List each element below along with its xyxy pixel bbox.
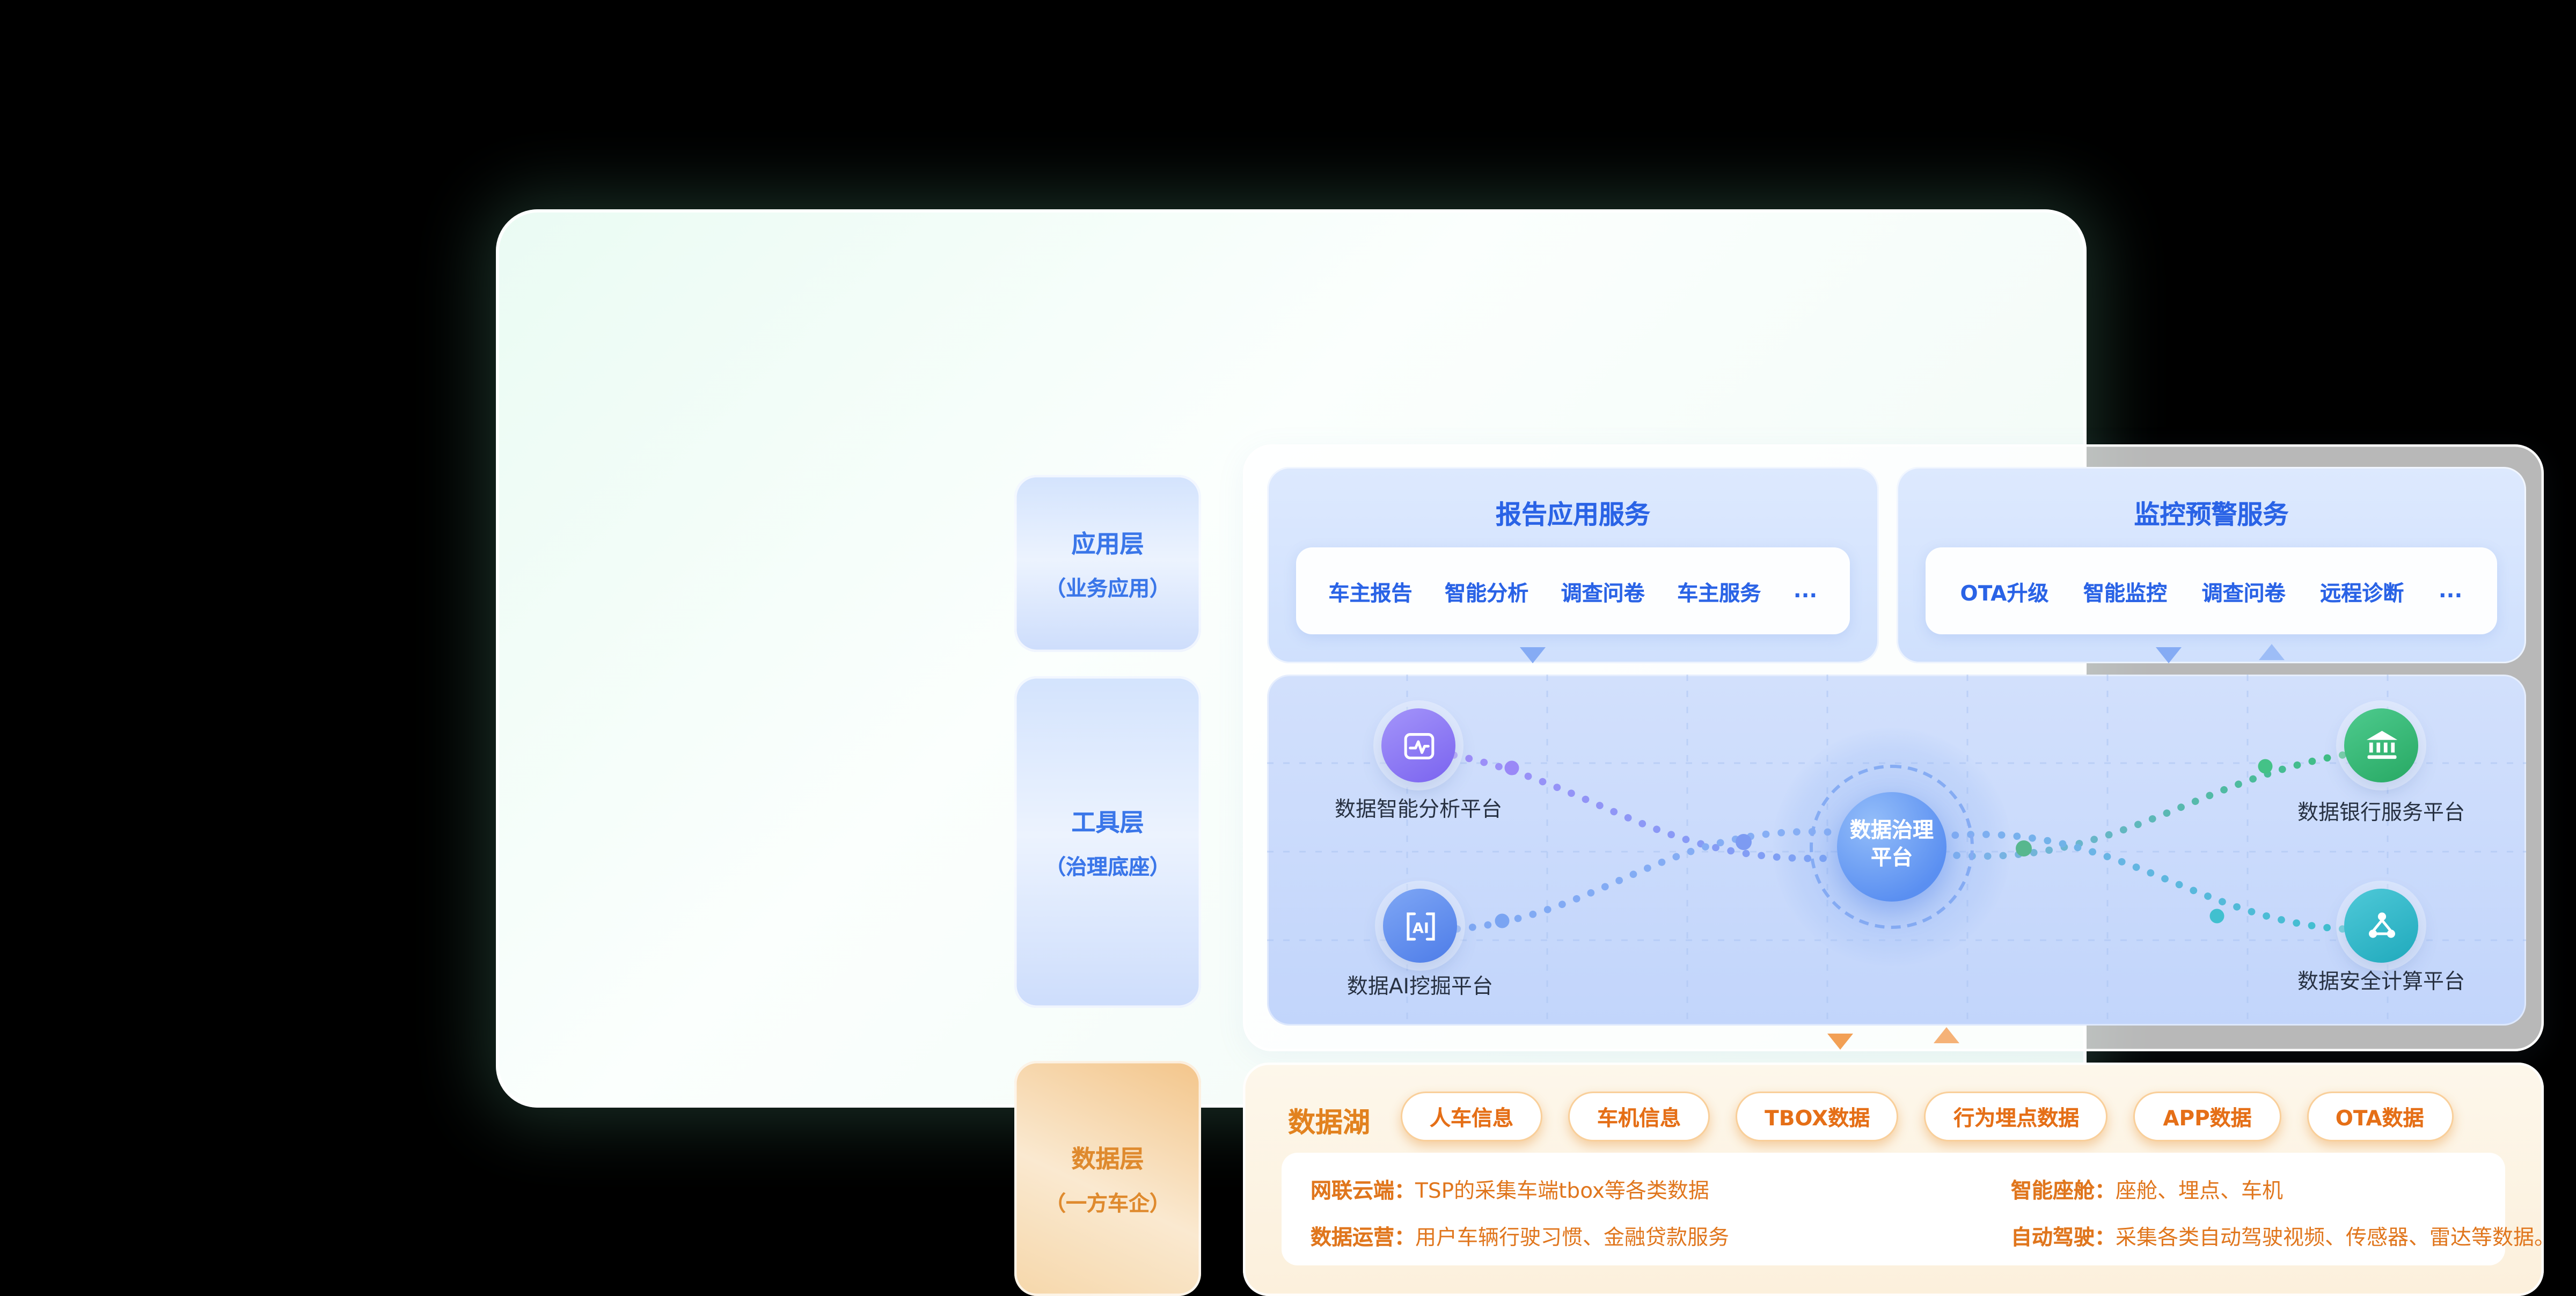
report-services-bar: 车主报告 智能分析 调查问卷 车主服务 ... <box>1296 547 1850 634</box>
ai-chip-icon: AI <box>1406 911 1435 940</box>
data-tag: 人车信息 <box>1401 1092 1543 1141</box>
service-item: 车主服务 <box>1677 582 1761 606</box>
note-cloud: 网联云端：TSP的采集车端tbox等各类数据 <box>1311 1174 2011 1204</box>
arrow-down-icon <box>1520 647 1546 663</box>
ai-mining-platform-label: 数据AI挖掘平台 <box>1346 976 1494 1000</box>
bank-icon <box>2366 730 2397 758</box>
center-dashed-ring <box>1810 765 1974 929</box>
note-ops: 数据运营：用户车辆行驶习惯、金融贷款服务 <box>1311 1220 2011 1251</box>
layer-data: 数据层 （一方车企） <box>1014 1061 1201 1296</box>
data-tag: APP数据 <box>2134 1092 2281 1141</box>
layer-tooling-subtitle: （治理底座） <box>1044 855 1170 880</box>
secure-compute-platform-label: 数据安全计算平台 <box>2297 971 2465 995</box>
layer-application: 应用层 （业务应用） <box>1014 475 1201 652</box>
data-lake-tags: 人车信息 车机信息 TBOX数据 行为埋点数据 APP数据 OTA数据 <box>1401 1092 2453 1141</box>
data-lake-notes: 网联云端：TSP的采集车端tbox等各类数据 智能座舱：座舱、埋点、车机 数据运… <box>1282 1153 2555 1265</box>
note-cabin-text: 座舱、埋点、车机 <box>2116 1180 2284 1204</box>
layer-data-subtitle: （一方车企） <box>1044 1192 1170 1217</box>
monitor-services-panel: 监控预警服务 OTA升级 智能监控 调查问卷 远程诊断 ... <box>1897 467 2526 663</box>
governance-core: 数据治理 平台 <box>1837 792 1946 902</box>
monitor-services-title: 监控预警服务 <box>2134 499 2289 530</box>
report-services-panel: 报告应用服务 车主报告 智能分析 调查问卷 车主服务 ... <box>1267 467 1879 663</box>
service-item: 智能分析 <box>1445 582 1529 606</box>
governance-core-line2: 平台 <box>1870 847 1913 871</box>
arrow-up-icon <box>1934 1027 1959 1043</box>
report-services-title: 报告应用服务 <box>1495 499 1650 530</box>
share-network-icon <box>2368 911 2395 938</box>
note-cabin-label: 智能座舱： <box>2011 1180 2116 1204</box>
note-ad: 自动驾驶：采集各类自动驾驶视频、传感器、雷达等数据。 <box>2011 1220 2555 1251</box>
layer-application-title: 应用层 <box>1071 529 1144 558</box>
analysis-platform-node <box>1381 708 1455 782</box>
note-ad-text: 采集各类自动驾驶视频、传感器、雷达等数据。 <box>2116 1227 2556 1251</box>
data-bank-platform-node <box>2344 708 2418 782</box>
data-lake-title: 数据湖 <box>1288 1108 1370 1140</box>
ai-mining-platform-node: AI <box>1383 889 1457 963</box>
note-ops-label: 数据运营： <box>1311 1227 1416 1251</box>
layer-application-subtitle: （业务应用） <box>1044 577 1170 602</box>
service-item: 调查问卷 <box>2201 582 2286 606</box>
monitor-services-bar: OTA升级 智能监控 调查问卷 远程诊断 ... <box>1926 547 2497 634</box>
data-tag: 行为埋点数据 <box>1924 1092 2109 1141</box>
analysis-platform-label: 数据智能分析平台 <box>1334 799 1502 823</box>
service-item: OTA升级 <box>1960 582 2049 606</box>
connector-lines <box>1450 751 2346 933</box>
arrow-down-icon <box>2156 647 2182 663</box>
service-item: 远程诊断 <box>2320 582 2404 606</box>
layer-tooling-title: 工具层 <box>1071 807 1144 837</box>
service-item-ellipsis: ... <box>2438 579 2463 603</box>
note-ops-text: 用户车辆行驶习惯、金融贷款服务 <box>1415 1227 1730 1251</box>
data-tag: 车机信息 <box>1568 1092 1710 1141</box>
diagram-frame: 应用层 （业务应用） 工具层 （治理底座） 数据层 （一方车企） 报告应用服务 … <box>496 209 2555 1296</box>
note-cabin: 智能座舱：座舱、埋点、车机 <box>2011 1174 2555 1204</box>
service-item: 车主报告 <box>1328 582 1413 606</box>
service-item: 调查问卷 <box>1561 582 1645 606</box>
note-ad-label: 自动驾驶： <box>2011 1227 2116 1251</box>
pulse-chart-icon <box>1403 732 1433 759</box>
layer-tooling: 工具层 （治理底座） <box>1014 676 1201 1008</box>
service-item-ellipsis: ... <box>1793 579 1818 603</box>
data-tag: OTA数据 <box>2306 1092 2453 1141</box>
data-bank-platform-label: 数据银行服务平台 <box>2297 802 2465 826</box>
data-tag: TBOX数据 <box>1736 1092 1899 1141</box>
governance-core-line1: 数据治理 <box>1849 819 1934 844</box>
layer-data-title: 数据层 <box>1071 1144 1144 1173</box>
arrow-down-icon <box>1827 1034 1853 1050</box>
note-cloud-label: 网联云端： <box>1311 1180 1416 1204</box>
service-item: 智能监控 <box>2083 582 2168 606</box>
note-cloud-text: TSP的采集车端tbox等各类数据 <box>1415 1180 1709 1204</box>
arrow-up-icon <box>2259 644 2285 660</box>
svg-text:AI: AI <box>1412 919 1429 936</box>
secure-compute-platform-node <box>2344 889 2418 963</box>
